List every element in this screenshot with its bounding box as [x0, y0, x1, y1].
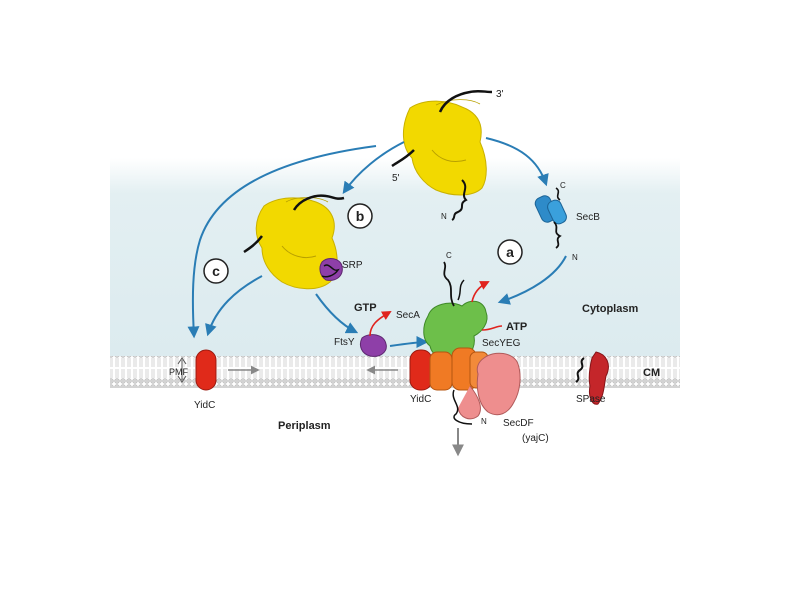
label-secb: SecB: [576, 212, 600, 223]
label-secdf: SecDF: [503, 418, 534, 429]
arrow-atp-release: [471, 281, 490, 303]
label-ftsy: FtsY: [334, 337, 355, 348]
label-srp: SRP: [342, 260, 363, 271]
label-spase: SPase: [576, 394, 606, 405]
spase-peptidase: [575, 351, 609, 405]
secyeg-complex: [409, 347, 489, 391]
pathway-b-letter: b: [356, 208, 365, 224]
label-seca: SecA: [396, 310, 420, 321]
arrow-ribosome-to-srp: [342, 141, 405, 194]
label-yajc: (yajC): [522, 433, 549, 444]
mrna-strand-top: [438, 89, 493, 113]
pathway-c-letter: c: [212, 263, 220, 279]
ribosome-top: [391, 89, 493, 221]
arrow-ftsy-to-secyeg: [389, 336, 429, 349]
pathway-a-letter: a: [506, 244, 514, 260]
secb-chaperone: [534, 187, 567, 249]
label-atp: ATP: [506, 321, 527, 333]
label-yidc-left: YidC: [194, 400, 215, 411]
label-n-secb: N: [572, 253, 578, 262]
label-gtp: GTP: [354, 302, 377, 314]
ribosome-srp: [243, 194, 345, 290]
arrow-srp-to-ftsy: [315, 293, 359, 334]
line-atp: [481, 325, 503, 331]
label-c-seca: C: [446, 251, 452, 260]
label-periplasm: Periplasm: [278, 420, 331, 432]
cytoplasm-region: [110, 158, 680, 356]
seca-atpase: [423, 261, 488, 361]
srp-particle: [319, 258, 343, 281]
arrow-ribosome-to-secb: [485, 137, 549, 187]
label-n-ribosome: N: [441, 212, 447, 221]
pmf-symbol: [177, 357, 187, 383]
arrow-srp-to-yidc: [205, 275, 263, 337]
label-yidc-right: YidC: [410, 394, 431, 405]
mrna-strand-5prime: [391, 149, 415, 168]
label-cm: CM: [643, 367, 660, 379]
pathway-c-badge: [203, 258, 229, 284]
label-secyeg: SecYEG: [482, 338, 521, 349]
pathway-a-badge: [497, 239, 523, 265]
label-5prime: 5': [392, 173, 400, 184]
arrow-ribosome-to-yidc: [187, 145, 377, 339]
label-pmf: PMF: [169, 367, 189, 377]
ftsy-receptor: [359, 334, 387, 357]
label-cytoplasm: Cytoplasm: [582, 303, 638, 315]
label-n-periplasm: N: [481, 417, 487, 426]
secdf-complex: [452, 352, 521, 425]
arrow-gtp: [369, 311, 392, 337]
nascent-chain-top: [451, 179, 468, 221]
arrow-secb-to-seca: [497, 255, 567, 305]
label-3prime: 3': [496, 89, 504, 100]
pathway-b-badge: [347, 203, 373, 229]
label-c-secb: C: [560, 181, 566, 190]
yidc-left: [195, 349, 217, 391]
